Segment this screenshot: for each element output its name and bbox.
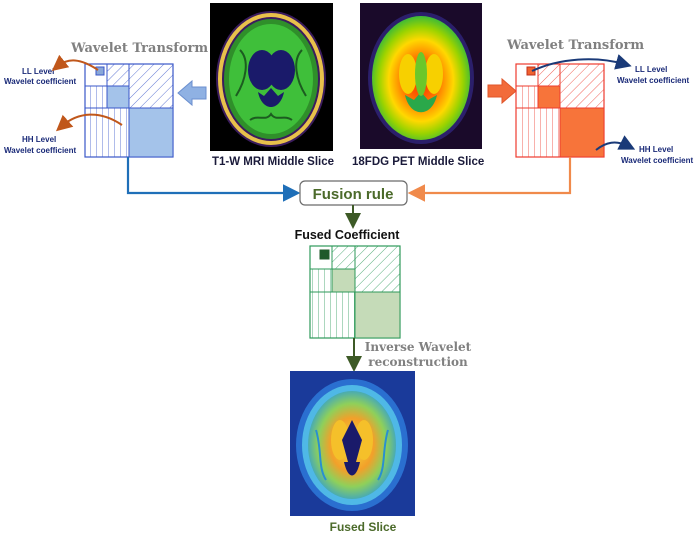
pet-image [360, 3, 482, 149]
fusion-rule-label: Fusion rule [313, 186, 394, 203]
fused-slice-label: Fused Slice [330, 520, 397, 533]
right-hh-arrow [595, 135, 636, 151]
right-hh-label-2: Wavelet coefficient [621, 156, 694, 165]
right-wavelet-title: Wavelet Transform [506, 38, 644, 53]
left-ll-label-1: LL Level [22, 67, 54, 76]
fused-image [290, 371, 415, 516]
right-ll-arrow [531, 54, 632, 72]
left-hh-label-1: HH Level [22, 135, 56, 144]
right-to-fusion-arrow [407, 157, 572, 202]
fused-wavelet-block [309, 245, 401, 339]
left-hh-label-2: Wavelet coefficient [4, 146, 77, 155]
mri-caption: T1-W MRI Middle Slice [212, 156, 334, 168]
left-ll-arrow [51, 54, 99, 71]
left-wavelet-block [84, 63, 174, 158]
left-wavelet-title: Wavelet Transform [70, 41, 208, 56]
pet-caption: 18FDG PET Middle Slice [352, 156, 484, 168]
mri-image [210, 3, 333, 151]
right-ll-label-1: LL Level [635, 65, 667, 74]
inverse-wavelet-label-1: Inverse Wavelet [365, 340, 472, 354]
left-pointer-arrow [177, 79, 207, 107]
left-to-fusion-arrow [126, 157, 301, 202]
fused-coefficient-label: Fused Coefficient [295, 228, 401, 242]
left-ll-label-2: Wavelet coefficient [4, 77, 77, 86]
left-hh-arrow [55, 113, 123, 132]
right-hh-label-1: HH Level [639, 145, 673, 154]
right-ll-label-2: Wavelet coefficient [617, 76, 690, 85]
right-pointer-arrow [487, 77, 517, 105]
right-wavelet-block [515, 63, 605, 158]
inverse-wavelet-label-2: reconstruction [368, 355, 468, 369]
